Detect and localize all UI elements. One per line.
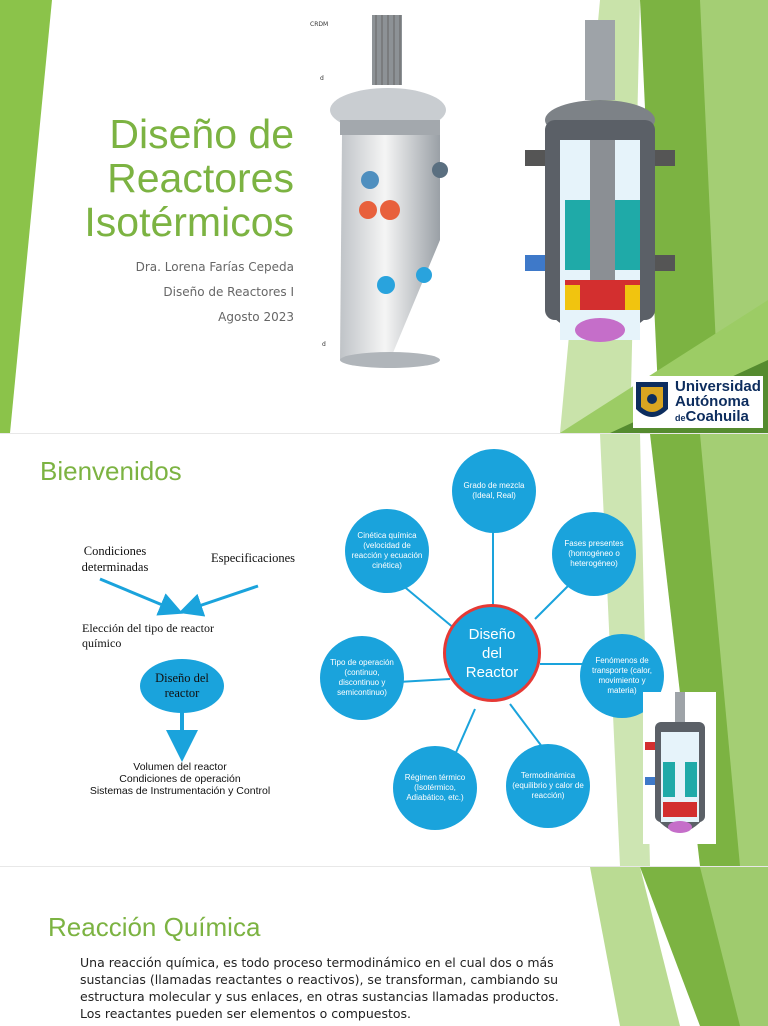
mindmap-node-4-label: Termodinámica (equilibrio y calor de rea… xyxy=(512,771,584,800)
flow-output-3: Sistemas de Instrumentación y Control xyxy=(89,785,271,797)
mindmap-node-5-label: Régimen térmico (Isotérmico, Adiabático,… xyxy=(404,773,466,802)
title-line-1: Diseño de xyxy=(109,111,294,157)
date: Agosto 2023 xyxy=(218,310,294,324)
slide-reaccion-quimica: Reacción Química Una reacción química, e… xyxy=(0,866,768,1026)
mindmap-node-5: Régimen térmico (Isotérmico, Adiabático,… xyxy=(393,746,477,830)
mindmap-node-1-label: Grado de mezcla (Ideal, Real) xyxy=(463,481,525,500)
mindmap-node-7-label: Cinética química (velocidad de reacción … xyxy=(351,531,423,570)
mindmap-node-3-label: Fenómenos de transporte (calor, movimien… xyxy=(591,656,653,695)
flow-choice: Elección del tipo de reactor químico xyxy=(82,621,214,650)
label-d2: d xyxy=(322,341,326,348)
flow-left-label: Condiciones determinadas xyxy=(81,544,149,574)
slide3-background xyxy=(590,867,768,1026)
logo-line-2: Autónoma xyxy=(675,392,750,410)
mindmap-node-4: Termodinámica (equilibrio y calor de rea… xyxy=(506,744,590,828)
flow-center-label: Diseño del reactor xyxy=(155,671,209,700)
definition-paragraph: Una reacción química, es todo proceso te… xyxy=(80,955,559,1021)
presentation-title: Diseño de Reactores Isotérmicos xyxy=(84,112,294,244)
mindmap-node-6-label: Tipo de operación (continuo, discontinuo… xyxy=(330,658,394,697)
flow-output-1: Volumen del reactor xyxy=(133,761,227,773)
slide2-title: Bienvenidos xyxy=(40,456,182,486)
flow-output-2: Condiciones de operación xyxy=(119,773,241,785)
mindmap-center-label: Diseño del Reactor xyxy=(465,625,519,681)
label-crdm: CRDM xyxy=(310,21,328,28)
mindmap-node-2: Fases presentes (homogéneo o heterogéneo… xyxy=(552,512,636,596)
mindmap-node-1: Grado de mezcla (Ideal, Real) xyxy=(452,449,536,533)
flow-center-ellipse: Diseño del reactor xyxy=(140,659,224,713)
course: Diseño de Reactores I xyxy=(163,285,294,299)
title-line-2: Reactores xyxy=(107,155,294,201)
reactor-cutaway-image xyxy=(525,20,675,342)
title-line-3: Isotérmicos xyxy=(84,199,294,245)
slide3-title: Reacción Química xyxy=(48,912,261,942)
reactor-exterior-image: CRDM d d xyxy=(310,15,448,368)
university-shield-icon xyxy=(636,382,668,417)
logo-line-1: Universidad xyxy=(675,377,761,395)
mindmap-node-6: Tipo de operación (continuo, discontinuo… xyxy=(320,636,404,720)
slide-bienvenidos: Bienvenidos Condiciones determinadas Esp… xyxy=(0,433,768,866)
logo-line-3: Coahuila xyxy=(685,407,749,425)
author: Dra. Lorena Farías Cepeda xyxy=(135,260,294,274)
flow-arrows xyxy=(99,577,259,762)
logo-line-3-prefix: de xyxy=(675,412,686,423)
reactor-thumbnail xyxy=(643,692,716,844)
flow-outputs: Volumen del reactor Condiciones de opera… xyxy=(80,761,280,797)
mindmap-center: Diseño del Reactor xyxy=(443,604,541,702)
label-d: d xyxy=(320,75,324,82)
flow-right-label: Especificaciones xyxy=(211,551,295,565)
university-logo: Universidad Autónoma deCoahuila xyxy=(633,376,763,428)
slide-title: Diseño de Reactores Isotérmicos Dra. Lor… xyxy=(0,0,768,433)
reactor-thumbnail-image xyxy=(645,692,705,833)
mindmap-node-2-label: Fases presentes (homogéneo o heterogéneo… xyxy=(564,539,624,568)
mindmap-node-7: Cinética química (velocidad de reacción … xyxy=(345,509,429,593)
